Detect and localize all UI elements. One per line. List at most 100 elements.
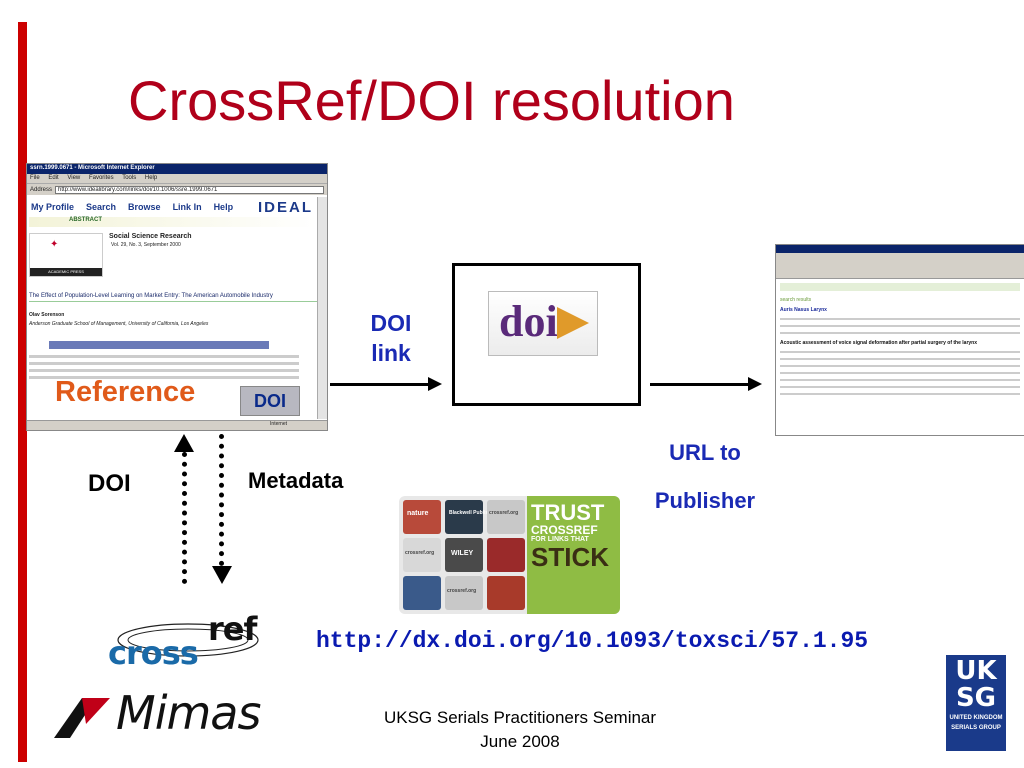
tile-blue: [403, 576, 441, 610]
text-line: [780, 393, 1020, 395]
doi-example-url[interactable]: http://dx.doi.org/10.1093/toxsci/57.1.95: [316, 628, 869, 654]
uksg-logo: UK SG UNITED KINGDOM SERIALS GROUP: [946, 655, 1006, 751]
tile-blackwell: [445, 500, 483, 534]
crossref-logo-cross: cross: [108, 634, 199, 672]
tile-nature: [403, 500, 441, 534]
tile-crossref-1: [487, 500, 525, 534]
nav-help: Help: [213, 202, 234, 212]
footer-line2: June 2008: [480, 732, 560, 751]
menu-item-tools: Tools: [122, 175, 137, 181]
text-line: [780, 358, 1020, 360]
page-content: My Profile Search Browse Link In Help ID…: [29, 197, 317, 419]
publisher-search-results: search results: [780, 297, 812, 303]
journal-block: ACADEMIC PRESS ✦ Social Science Research…: [29, 233, 317, 277]
tile-label-crossref-2: crossref.org: [405, 550, 435, 556]
arrow-to-publisher-line: [650, 383, 750, 386]
slide-title: CrossRef/DOI resolution: [128, 69, 735, 132]
doi-link-label: DOI link: [358, 308, 424, 368]
doi-link-line1: DOI: [370, 310, 412, 336]
arrow-to-publisher-head: [748, 377, 762, 391]
menu-item-help: Help: [144, 175, 158, 181]
scrollbar: [317, 197, 327, 419]
arrow-to-doi-head: [428, 377, 442, 391]
journal-info: Social Science Research Vol. 29, No. 3, …: [103, 233, 192, 277]
arrow-to-doi-line: [330, 383, 430, 386]
tile-label-blackwell: Blackwell Publishing: [449, 510, 499, 516]
tile-label-nature: nature: [407, 510, 429, 517]
article-affiliation: Anderson Graduate School of Management, …: [29, 321, 209, 327]
tile-label-crossref-3: crossref.org: [447, 588, 477, 594]
doi-up-arrow-head: [174, 434, 194, 452]
abstract-banner: ABSTRACT: [29, 217, 317, 227]
crossref-logo: cross ref: [108, 610, 273, 672]
menu-item-view: View: [67, 175, 81, 181]
publisher-tiles: nature Blackwell Publishing crossref.org…: [399, 496, 529, 614]
crossref-logo-ref: ref: [208, 610, 257, 648]
menu-item-file: File: [30, 175, 40, 181]
url-to-line2: Publisher: [654, 488, 756, 513]
nav-browse: Browse: [128, 202, 161, 212]
text-line: [780, 325, 1020, 327]
nav-link-in: Link In: [172, 202, 202, 212]
trust-line3: FOR LINKS THAT: [531, 536, 589, 543]
doi-logo-triangle-icon: [557, 307, 589, 339]
uksg-logo-sg: SG: [955, 683, 997, 713]
text-line: [29, 376, 299, 379]
trust-line2: CROSSREF: [531, 523, 598, 537]
mimas-logo-text: Mimas: [116, 686, 261, 740]
journal-meta: Vol. 29, No. 3, September 2000: [111, 242, 181, 248]
nav-my-profile: My Profile: [31, 202, 75, 212]
text-line: [29, 362, 299, 365]
uksg-logo-line1: UNITED KINGDOM: [949, 715, 1003, 721]
trust-line4: STICK: [531, 542, 609, 572]
trust-line1: TRUST: [531, 500, 605, 525]
text-line: [29, 355, 299, 358]
nav-search: Search: [86, 202, 117, 212]
text-line: [780, 332, 1020, 334]
doi-logo: doi: [488, 291, 598, 356]
text-line: [780, 318, 1020, 320]
site-nav: My Profile Search Browse Link In Help: [29, 197, 317, 217]
status-zone: Internet: [270, 421, 287, 427]
tile-crossref-2: [403, 538, 441, 572]
publisher-window-title: [776, 245, 1024, 253]
abstract-header-bar: [49, 341, 269, 349]
mimas-logo: Mimas: [52, 684, 282, 744]
doi-up-arrow-line: [182, 452, 187, 584]
address-field: http://www.idealibrary.com/links/doi/10.…: [55, 185, 324, 194]
address-label: Address: [30, 186, 53, 193]
tile-label-wiley: WILEY: [451, 550, 474, 557]
cover-mark: ✦: [50, 239, 59, 250]
tile-label-crossref-1: crossref.org: [489, 510, 519, 516]
text-line: [780, 365, 1020, 367]
uksg-logo-line2: SERIALS GROUP: [951, 725, 1001, 731]
trust-crossref-image: nature Blackwell Publishing crossref.org…: [399, 496, 620, 614]
text-line: [780, 386, 1020, 388]
crossref-swoosh-icon: [117, 623, 259, 657]
article-author: Olav Sorenson: [29, 312, 65, 318]
metadata-down-arrow-head: [212, 566, 232, 584]
menu-bar: File Edit View Favorites Tools Help: [27, 174, 327, 183]
trust-slogan: TRUST CROSSREF FOR LINKS THAT STICK: [527, 496, 620, 614]
mimas-swoosh-icon: [54, 698, 110, 738]
tile-crossref-3: [445, 576, 483, 610]
url-to-line1: URL to: [669, 440, 741, 465]
doi-flow-label: DOI: [88, 470, 131, 497]
doi-box: DOI: [240, 386, 300, 416]
publisher-strip: ACADEMIC PRESS: [30, 268, 102, 276]
reference-label: Reference: [55, 376, 196, 408]
text-line: [780, 351, 1020, 353]
window-title: ssrn.1999.0671 - Microsoft Internet Expl…: [27, 164, 327, 174]
doi-link-line2: link: [371, 340, 411, 366]
publisher-article-screenshot: search results Auris Nasus Larynx Acoust…: [775, 244, 1024, 436]
publisher-journal-name: Auris Nasus Larynx: [780, 307, 827, 313]
text-line: [780, 379, 1020, 381]
metadata-down-arrow-line: [219, 434, 224, 566]
address-bar: Address http://www.idealibrary.com/links…: [27, 183, 327, 195]
tile-red-2: [487, 576, 525, 610]
article-title: The Effect of Population-Level Learning …: [29, 293, 317, 302]
uksg-logo-uk: UK: [955, 656, 997, 686]
footer-line1: UKSG Serials Practitioners Seminar: [383, 708, 657, 727]
doi-logo-text: doi: [499, 297, 558, 346]
publisher-toolbar: [776, 253, 1024, 279]
